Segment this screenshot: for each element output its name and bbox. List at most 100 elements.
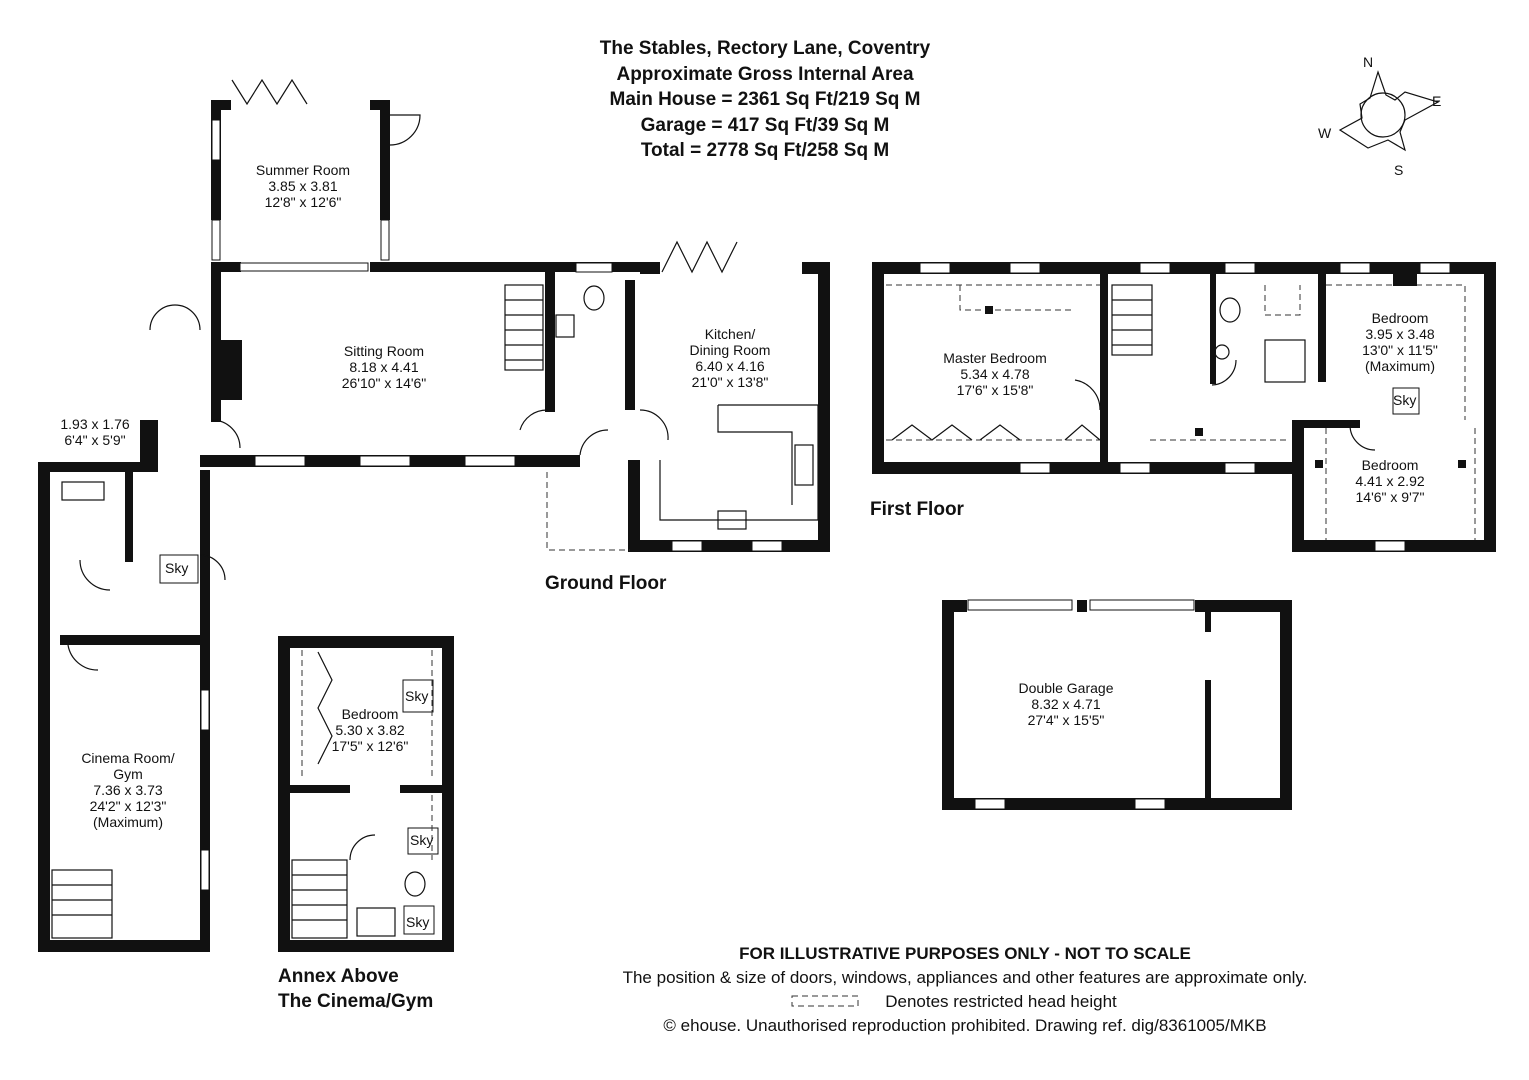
disclaimer-text: The position & size of doors, windows, a…: [622, 968, 1308, 987]
room-name: Summer Room: [255, 162, 351, 178]
garage-wall: [1280, 600, 1292, 810]
window: [575, 262, 613, 273]
room-imperial: 27'4" x 15'5": [1027, 712, 1105, 728]
cinema-room-label: Cinema Room/ Gym 7.36 x 3.73 24'2" x 12'…: [81, 750, 174, 830]
wardrobe: [891, 424, 973, 441]
kitchen-wall: [818, 262, 830, 552]
wardrobe: [317, 651, 333, 765]
window: [1224, 262, 1256, 274]
utility-wall: [125, 472, 133, 562]
room-note: (Maximum): [1365, 358, 1435, 374]
window: [1139, 262, 1171, 274]
bifold-door: [231, 78, 308, 106]
first-floor-wall: [872, 262, 884, 474]
window: [254, 455, 306, 467]
first-floor-wall: [1292, 420, 1304, 552]
garage-wall: [1195, 600, 1292, 612]
sitting-room-wall: [545, 262, 555, 412]
garage-wall: [942, 798, 1292, 810]
first-floor-wall: [872, 262, 1496, 274]
room-name: Kitchen/: [704, 326, 756, 342]
room-name-2: Gym: [113, 766, 143, 782]
wc-wall: [625, 280, 635, 410]
window: [1009, 262, 1041, 274]
utility-wall: [140, 420, 158, 470]
first-floor-label: First Floor: [870, 499, 964, 520]
room-imperial: 17'5" x 12'6": [331, 738, 409, 754]
sitting-room-label: Sitting Room 8.18 x 4.41 26'10" x 14'6": [342, 343, 427, 391]
sitting-room-wall: [211, 262, 221, 422]
room-imperial: 13'0" x 11'5": [1362, 342, 1438, 358]
chimney: [1393, 274, 1417, 286]
annex-wall: [278, 636, 290, 952]
window: [1134, 798, 1166, 810]
door-swing: [519, 409, 549, 431]
restricted-head-height: [1264, 285, 1301, 316]
window: [1019, 462, 1051, 474]
staircase: [291, 859, 348, 939]
summer-room-wall: [370, 100, 390, 110]
annex-wall: [278, 940, 454, 952]
disclaimer: FOR ILLUSTRATIVE PURPOSES ONLY - NOT TO …: [520, 942, 1410, 1038]
annex-wall: [290, 785, 350, 793]
compass-needle: [1338, 70, 1440, 152]
window: [1419, 262, 1451, 274]
annex-wall: [400, 785, 442, 793]
compass-south-label: S: [1394, 162, 1404, 178]
room-name: Bedroom: [1371, 310, 1429, 326]
window: [1224, 462, 1256, 474]
room-imperial: 14'6" x 9'7": [1355, 489, 1425, 505]
room-metric: 7.36 x 3.73: [93, 782, 163, 798]
sky-box-annex-2: [407, 827, 439, 855]
utility-label: 1.93 x 1.76 6'4" x 5'9": [60, 416, 129, 448]
total-area: Total = 2778 Sq Ft/258 Sq M: [640, 140, 890, 161]
garage-wall: [1205, 680, 1211, 800]
sitting-room-wall: [211, 262, 241, 272]
kitchen-wall: [628, 460, 640, 552]
room-imperial: 6'4" x 5'9": [64, 432, 126, 448]
window: [919, 262, 951, 274]
kitchen-label: Kitchen/ Dining Room 6.40 x 4.16 21'0" x…: [690, 326, 771, 390]
kitchen-units: [717, 405, 793, 505]
staircase: [1111, 284, 1153, 356]
window: [359, 455, 411, 467]
garage-wall: [942, 600, 967, 612]
window: [1374, 540, 1406, 552]
wc-basin: [555, 314, 575, 338]
disclaimer-heading: FOR ILLUSTRATIVE PURPOSES ONLY - NOT TO …: [739, 944, 1191, 963]
kitchen-wall: [640, 262, 660, 274]
room-imperial: 21'0" x 13'8": [691, 374, 769, 390]
sky-box-ground: [159, 554, 199, 584]
hob: [717, 510, 747, 530]
window: [239, 262, 369, 272]
column: [985, 306, 993, 314]
garage-label: Double Garage 8.32 x 4.71 27'4" x 15'5": [1019, 680, 1114, 728]
head-height-legend: Denotes restricted head height: [520, 990, 1410, 1014]
door-swing: [211, 419, 241, 449]
door-swing: [1211, 359, 1237, 386]
first-floor-wall: [1318, 274, 1326, 382]
door-swing: [639, 409, 669, 441]
annex-label-line2: The Cinema/Gym: [278, 991, 434, 1012]
room-metric: 5.34 x 4.78: [960, 366, 1030, 382]
column: [1195, 428, 1203, 436]
door-swing: [79, 559, 111, 591]
window: [211, 219, 221, 261]
door-swing: [349, 834, 376, 861]
summer-room-wall: [380, 100, 390, 220]
wardrobe: [979, 424, 1021, 441]
first-floor-wall: [1210, 274, 1216, 384]
copyright-text: © ehouse. Unauthorised reproduction proh…: [663, 1016, 1267, 1035]
utility-sink: [61, 481, 105, 501]
window: [974, 798, 1006, 810]
skylight-label: Sky: [1393, 392, 1417, 408]
room-name: Sitting Room: [343, 343, 425, 359]
property-title: The Stables, Rectory Lane, Coventry: [599, 38, 931, 59]
window: [200, 689, 210, 731]
room-metric: 3.85 x 3.81: [268, 178, 338, 194]
window: [751, 540, 783, 552]
annex-wall: [442, 636, 454, 952]
skylight-label: Sky: [165, 560, 189, 576]
sky-box-annex-1: [402, 679, 434, 713]
